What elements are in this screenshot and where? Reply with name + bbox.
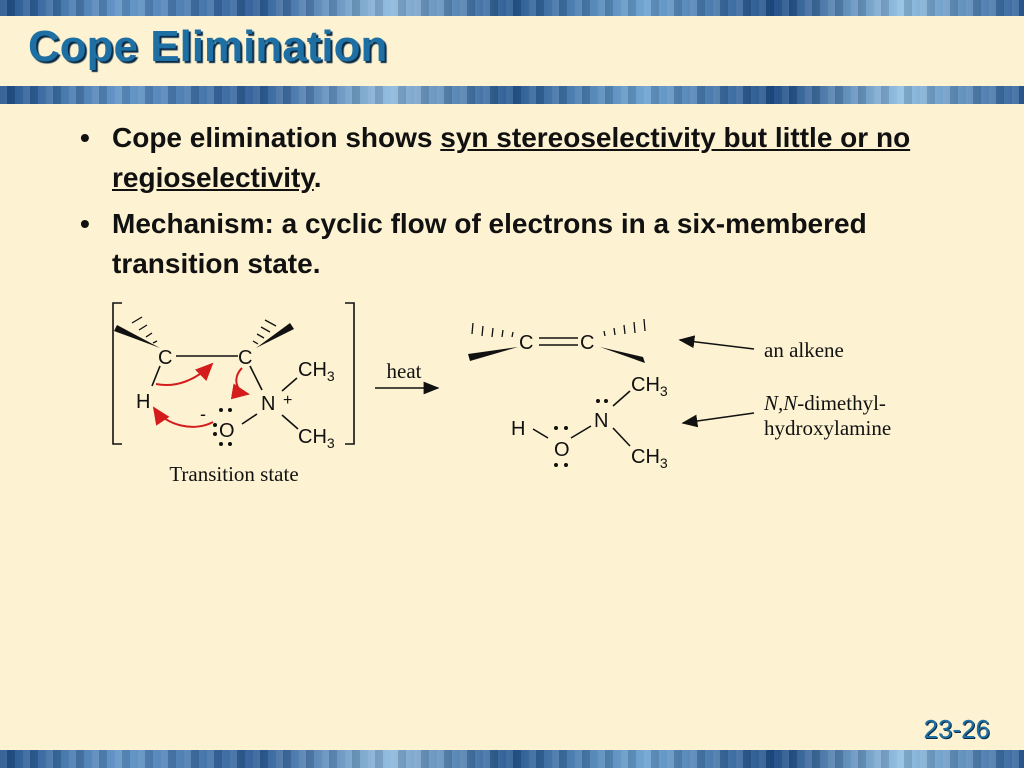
hydroxylamine-product: H O N CH3 CH3 — [511, 374, 668, 471]
ho-bond — [532, 428, 549, 439]
ts-methyl-top-ch: CH — [298, 359, 327, 381]
alkene-product: C C — [468, 318, 646, 363]
ts-hydrogen: H — [136, 391, 150, 413]
transition-state-caption: Transition state — [169, 462, 298, 486]
cn-bond — [249, 365, 263, 391]
bullet-list: Cope elimination shows syn stereoselecti… — [78, 118, 998, 290]
transition-state: C C H N + O - CH3 CH3 Transition state — [112, 302, 355, 486]
alkene-carbon-2: C — [580, 332, 594, 354]
ts-nitrogen: N — [261, 393, 275, 415]
n-ch3-bottom-bond — [281, 414, 299, 430]
product-methyl-bottom-sub: 3 — [660, 455, 668, 471]
oxygen-lone-pairs — [213, 408, 232, 446]
ts-oxygen-charge: - — [200, 404, 206, 424]
title-decorative-band — [0, 86, 1024, 104]
alkene-hash-left — [471, 322, 514, 338]
bullet-1-period: . — [313, 162, 322, 193]
product-methyl-top-sub: 3 — [660, 383, 668, 399]
alkene-wedge-right — [600, 347, 645, 363]
bottom-decorative-band — [0, 750, 1024, 768]
hydroxylamine-label-line1: N,N-dimethyl- — [763, 391, 886, 415]
top-decorative-band — [0, 0, 1024, 16]
product-oxygen: O — [554, 439, 570, 461]
ts-carbon-right: C — [238, 347, 252, 369]
no-bond — [241, 413, 258, 425]
alkene-pointer-arrow — [678, 335, 755, 350]
ts-carbon-left: C — [158, 347, 172, 369]
product-hydrogen: H — [511, 418, 525, 440]
wedge-bond-left — [114, 325, 160, 348]
ts-methyl-top-sub: 3 — [327, 368, 335, 384]
ts-methyl-bottom-ch: CH — [298, 426, 327, 448]
heat-label: heat — [387, 359, 422, 383]
reaction-arrow: heat — [375, 359, 440, 395]
ch-bond — [151, 365, 161, 387]
hash-bond-right — [252, 319, 277, 345]
ts-oxygen: O — [219, 420, 235, 442]
bullet-item-1: Cope elimination shows syn stereoselecti… — [78, 118, 998, 198]
hydroxylamine-pointer-arrow — [681, 412, 755, 428]
electron-arrow-o-to-h — [152, 406, 214, 428]
product-methyl-top: CH3 — [631, 374, 668, 399]
left-bracket — [112, 302, 122, 445]
product-methyl-bottom-ch: CH — [631, 446, 660, 468]
ts-methyl-bottom: CH3 — [298, 426, 335, 451]
right-bracket — [345, 302, 355, 445]
n-ch3-top-bond — [281, 377, 298, 392]
bullet-1-text: Cope elimination shows — [112, 122, 441, 153]
bullet-1-underlined: syn stereoselectivity but little or no r… — [112, 122, 911, 193]
hash-bond-left — [131, 316, 158, 344]
product-methyl-top-ch: CH — [631, 374, 660, 396]
slide-title: Cope Elimination — [28, 22, 388, 71]
bullet-item-2: Mechanism: a cyclic flow of electrons in… — [78, 204, 998, 284]
product-methyl-bottom: CH3 — [631, 446, 668, 471]
electron-arrow-cn-to-n — [230, 367, 250, 400]
n-ch3-bottom-bond-product — [612, 427, 631, 447]
hydroxylamine-label-line2: hydroxylamine — [764, 416, 891, 440]
electron-arrow-ch-to-cc — [155, 362, 214, 386]
alkene-wedge-left — [468, 347, 518, 361]
bullet-2-text: Mechanism: a cyclic flow of electrons in… — [112, 208, 867, 279]
ts-methyl-bottom-sub: 3 — [327, 435, 335, 451]
product-nitrogen: N — [594, 410, 608, 432]
wedge-bond-right — [256, 323, 294, 348]
hydroxylamine-label-italic: N,N — [763, 391, 798, 415]
hydroxylamine-label-rest: -dimethyl- — [797, 391, 886, 415]
alkene-carbon-1: C — [519, 332, 533, 354]
n-ch3-top-bond-product — [612, 390, 631, 407]
product-lone-pairs — [554, 399, 608, 467]
on-bond — [570, 425, 592, 439]
ts-methyl-top: CH3 — [298, 359, 335, 384]
slide-number: 23-26 — [923, 714, 991, 744]
alkene-hash-right — [603, 318, 646, 337]
alkene-label: an alkene — [764, 338, 844, 362]
ts-nitrogen-charge: + — [283, 392, 292, 409]
